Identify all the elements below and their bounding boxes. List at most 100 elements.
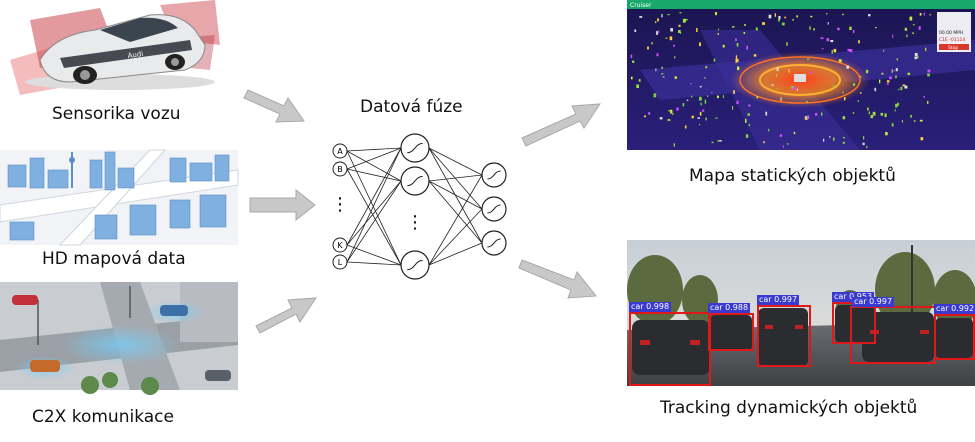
lidar-point — [886, 83, 889, 85]
lidar-point — [805, 101, 808, 103]
lidar-point — [858, 40, 860, 44]
lidar-point — [784, 16, 787, 19]
lidar-point — [912, 24, 915, 26]
lidar-point — [670, 28, 673, 32]
lidar-point — [678, 24, 681, 27]
lidar-point — [779, 134, 783, 137]
network-edge — [346, 150, 402, 266]
lidar-point — [872, 111, 876, 116]
network-input-label: K — [337, 241, 343, 250]
lidar-point — [927, 73, 930, 77]
network-edge — [428, 147, 483, 244]
network-input-node — [332, 143, 348, 159]
lidar-point — [827, 22, 829, 25]
lidar-point — [781, 22, 785, 26]
lidar-point — [813, 28, 815, 31]
lidar-point — [736, 43, 739, 47]
c2x-car — [205, 370, 231, 381]
lidar-point — [833, 137, 835, 141]
lidar-ego-vehicle — [794, 74, 806, 82]
lidar-point — [844, 97, 846, 101]
lidar-point — [776, 73, 778, 77]
lidar-point — [682, 103, 685, 107]
lidar-point — [665, 37, 668, 39]
lidar-point — [830, 40, 834, 43]
input-arrows — [243, 89, 317, 334]
lidar-point — [746, 45, 748, 50]
lidar-point — [853, 83, 856, 86]
lidar-point — [630, 54, 633, 59]
lidar-point — [837, 27, 840, 31]
c2x-car — [30, 360, 60, 372]
lidar-point — [655, 68, 657, 72]
lidar-point — [684, 19, 688, 21]
lidar-point — [880, 112, 883, 116]
network-edge — [346, 147, 402, 263]
lidar-point — [925, 47, 927, 52]
lidar-point — [891, 69, 893, 73]
lidar-point — [676, 107, 679, 111]
lidar-point — [691, 115, 694, 119]
lidar-point — [670, 109, 673, 114]
lidar-point — [788, 68, 790, 73]
lidar-point — [700, 102, 702, 106]
lidar-point — [807, 58, 810, 60]
lidar-point — [707, 95, 709, 97]
lidar-point — [914, 56, 917, 60]
network-edge — [428, 180, 483, 244]
lidar-point — [705, 66, 708, 69]
lidar-point — [862, 142, 865, 146]
lidar-point — [678, 30, 681, 33]
lidar-point — [780, 97, 782, 102]
network-edge — [346, 147, 402, 152]
lidar-point — [755, 27, 758, 31]
lidar-point — [810, 71, 812, 74]
lidar-point — [820, 37, 824, 40]
lidar-point — [815, 113, 818, 116]
lidar-point — [897, 102, 899, 106]
lidar-point — [881, 72, 884, 75]
output-arrows — [518, 103, 601, 299]
lidar-point — [691, 95, 693, 98]
lidar-point — [690, 83, 692, 85]
lidar-point — [891, 123, 894, 127]
lidar-point — [776, 67, 779, 72]
lidar-point — [786, 143, 789, 145]
network-edge — [428, 147, 483, 210]
lidar-point — [868, 111, 870, 115]
lidar-point — [697, 117, 700, 119]
lidar-point — [846, 65, 849, 69]
lidar-point — [657, 18, 659, 22]
lidar-point — [884, 113, 887, 118]
lidar-point — [894, 109, 896, 112]
lidar-point — [651, 41, 653, 45]
lidar-point — [904, 27, 908, 31]
lidar-point — [901, 120, 903, 123]
lidar-point — [717, 33, 719, 35]
lidar-point — [866, 145, 868, 149]
lidar-point — [902, 84, 906, 87]
lidar-point — [852, 112, 855, 114]
lidar-hud-gear: C1E -01114 — [939, 37, 965, 43]
network-edge — [428, 242, 483, 266]
network-edge — [346, 147, 402, 170]
c2x-image — [0, 282, 238, 395]
lidar-point — [667, 119, 671, 121]
lidar-point — [838, 59, 842, 63]
lidar-point — [912, 32, 914, 34]
lidar-point — [895, 68, 898, 72]
lidar-point — [842, 13, 844, 16]
lidar-point — [696, 28, 698, 32]
lidar-point — [826, 13, 828, 15]
lidar-point — [735, 58, 739, 63]
lidar-point — [867, 107, 869, 111]
network-input-label: A — [337, 147, 343, 156]
lidar-titlebar — [627, 0, 975, 9]
sigmoid-icon — [407, 259, 423, 271]
lidar-point — [774, 13, 776, 17]
lidar-point — [669, 36, 673, 41]
network-input-ellipsis: ⋮ — [331, 194, 349, 215]
lidar-point — [898, 88, 900, 91]
lidar-point — [929, 13, 931, 16]
